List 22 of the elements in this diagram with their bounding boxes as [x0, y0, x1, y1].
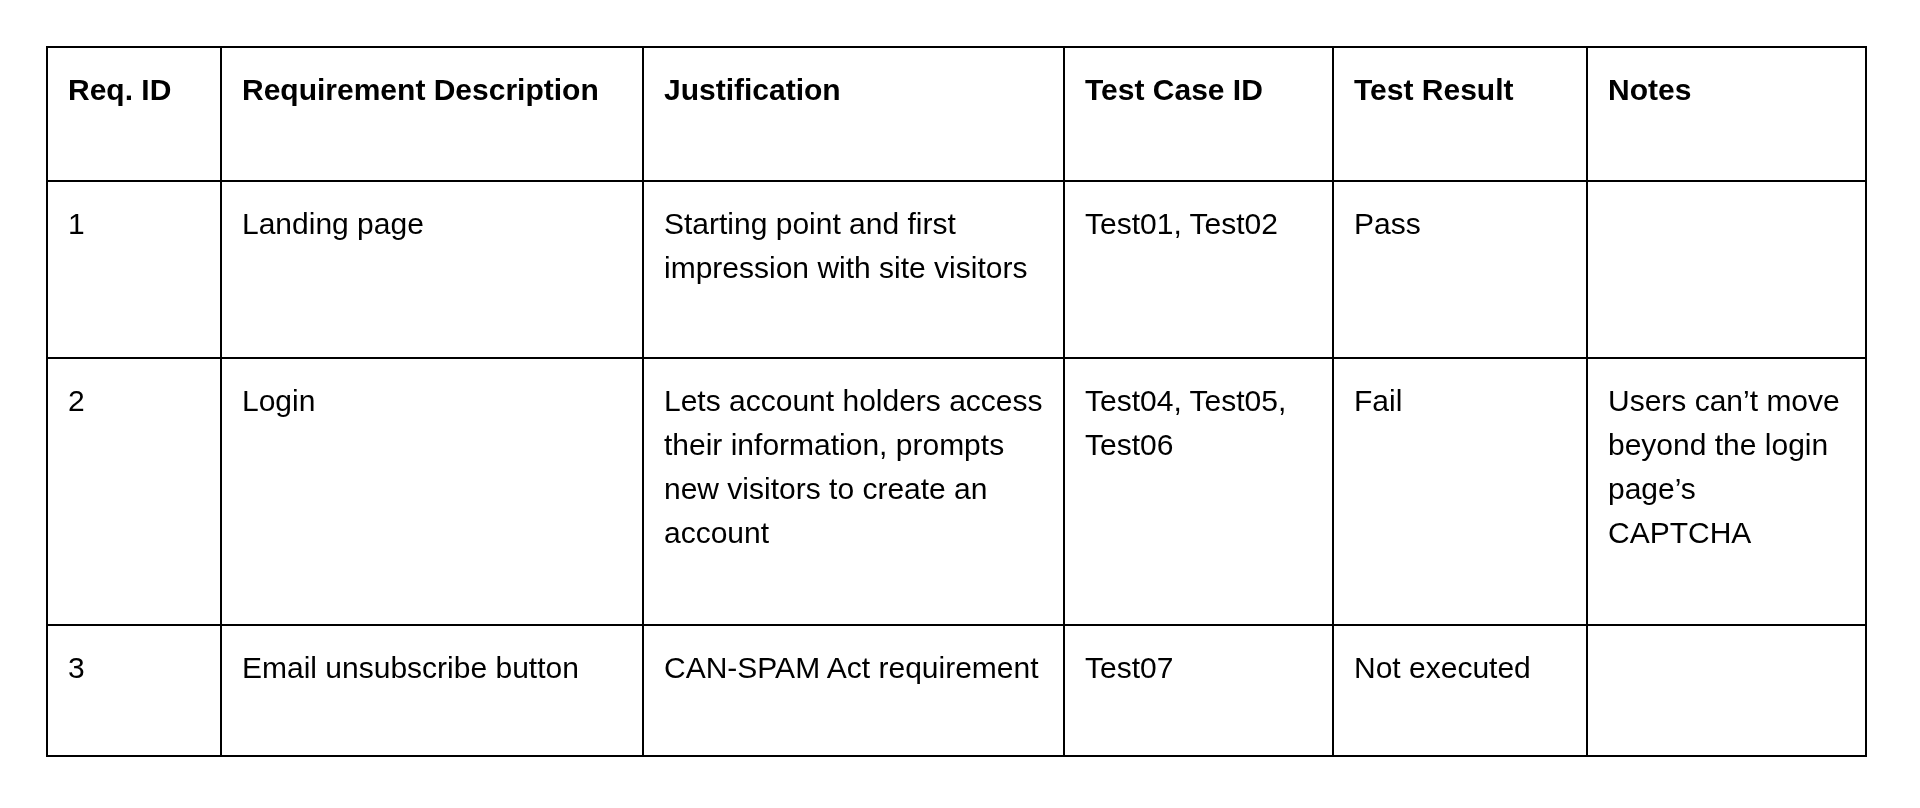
table-cell: Landing page — [221, 181, 643, 358]
column-header-cell: Test Case ID — [1064, 47, 1333, 181]
table-cell: Starting point and first impression with site visitors — [643, 181, 1064, 358]
table-cell: Login — [221, 358, 643, 625]
table-cell: Lets account holders access their information, prompts new visitors to create an account — [643, 358, 1064, 625]
table-cell: Test07 — [1064, 625, 1333, 756]
table-cell: CAN-SPAM Act requirement — [643, 625, 1064, 756]
column-header-cell: Requirement Description — [221, 47, 643, 181]
table-cell: 3 — [47, 625, 221, 756]
table-cell: Test04, Test05, Test06 — [1064, 358, 1333, 625]
table-cell: Fail — [1333, 358, 1587, 625]
column-header-cell: Test Result — [1333, 47, 1587, 181]
table-cell: 2 — [47, 358, 221, 625]
column-header-cell: Req. ID — [47, 47, 221, 181]
table-cell: Not executed — [1333, 625, 1587, 756]
column-header-cell: Justification — [643, 47, 1064, 181]
table-cell: Users can’t move beyond the login page’s CAPTCHA — [1587, 358, 1866, 625]
table-cell: Test01, Test02 — [1064, 181, 1333, 358]
table-cell: Pass — [1333, 181, 1587, 358]
table-cell: Email unsubscribe button — [221, 625, 643, 756]
table-cell: 1 — [47, 181, 221, 358]
column-header-cell: Notes — [1587, 47, 1866, 181]
